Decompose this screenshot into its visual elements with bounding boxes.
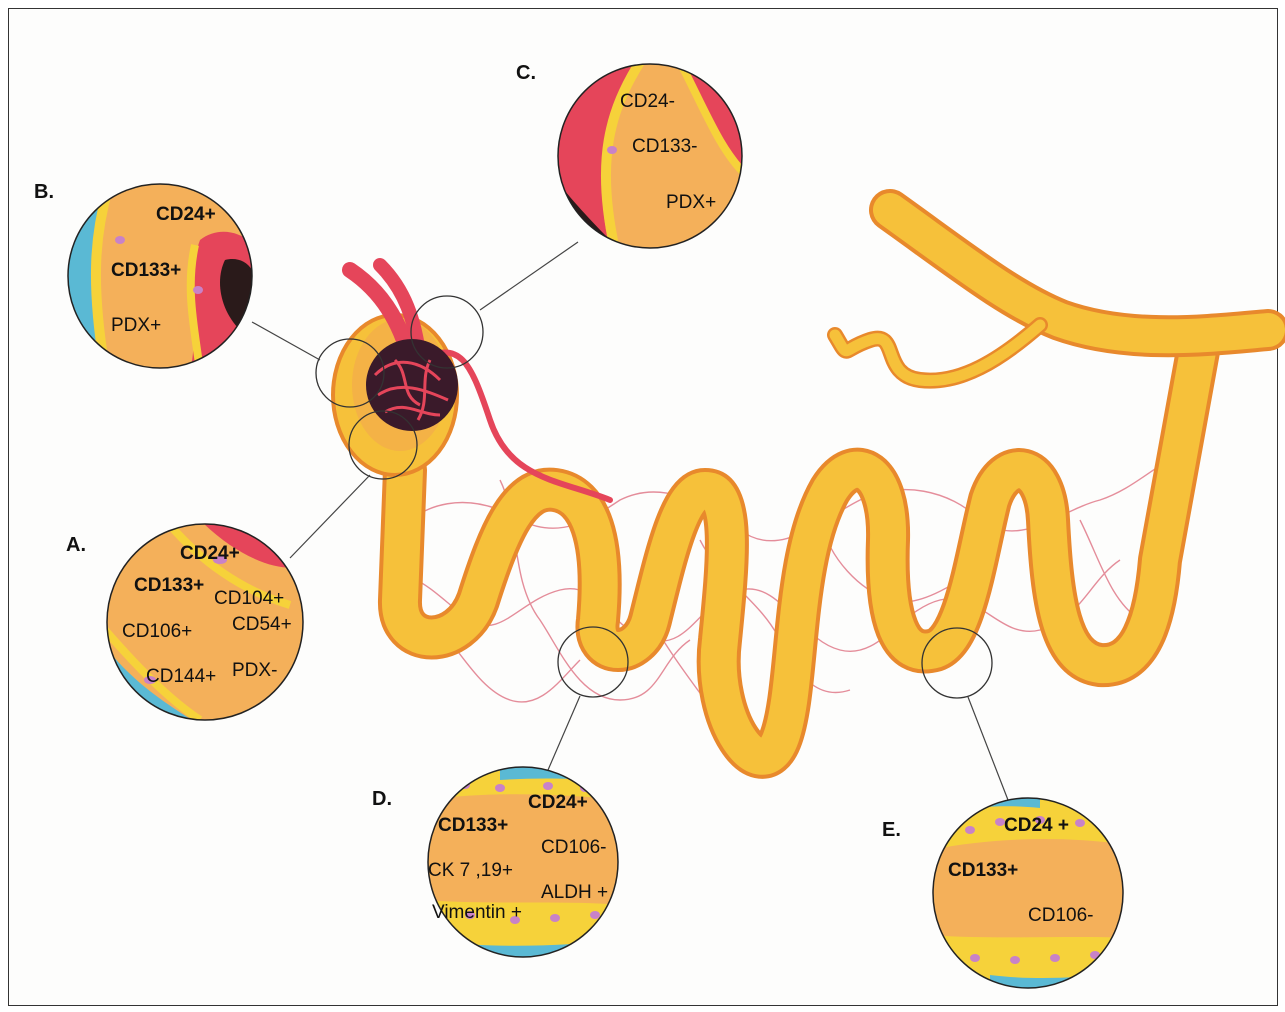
- panel-e-label: E.: [882, 819, 901, 841]
- panel-a-marker-cd133: CD133+: [134, 575, 204, 596]
- panel-e-marker-cd24: CD24 +: [1004, 815, 1069, 836]
- panel-e: E. CD24 + CD133+ CD106-: [882, 795, 1130, 990]
- panel-d-label: D.: [372, 788, 392, 810]
- panel-e-marker-cd133: CD133+: [948, 860, 1018, 881]
- nephron: [252, 210, 1268, 800]
- panel-d: D. CD24+ CD133+ CD106- CK 7 ,19+ ALDH + …: [372, 765, 625, 960]
- panel-e-marker-cd106: CD106-: [1028, 905, 1093, 926]
- panel-b-marker-cd133: CD133+: [111, 260, 181, 281]
- panel-b: B. CD24+ CD133+ PDX+: [34, 181, 260, 372]
- panel-a-marker-cd144: CD144+: [146, 666, 216, 687]
- panel-d-marker-cd133: CD133+: [438, 815, 508, 836]
- panel-b-marker-cd24: CD24+: [156, 204, 216, 225]
- panel-a-label: A.: [66, 534, 86, 556]
- glomerulus: [366, 339, 458, 431]
- panel-d-marker-ck: CK 7 ,19+: [428, 860, 513, 881]
- panel-d-marker-aldh: ALDH +: [541, 882, 608, 903]
- panel-d-marker-vimentin: Vimentin +: [432, 902, 522, 923]
- panel-a-marker-pdx: PDX-: [232, 660, 277, 681]
- panel-c-marker-cd24: CD24-: [620, 91, 675, 112]
- panel-d-marker-cd24: CD24+: [528, 792, 588, 813]
- panel-c: C. CD24- CD133- PDX+: [516, 62, 746, 252]
- panel-d-marker-cd106: CD106-: [541, 837, 606, 858]
- panel-a-marker-cd54: CD54+: [232, 614, 292, 635]
- panel-c-marker-cd133: CD133-: [632, 136, 697, 157]
- panel-c-marker-pdx: PDX+: [666, 192, 716, 213]
- panel-b-label: B.: [34, 181, 54, 203]
- panel-a: A. CD24+ CD133+ CD104+ CD106+ CD54+ CD14…: [66, 520, 320, 725]
- panel-b-marker-pdx: PDX+: [111, 315, 161, 336]
- panel-a-marker-cd104: CD104+: [214, 588, 284, 609]
- panel-c-label: C.: [516, 62, 536, 84]
- panel-a-marker-cd106: CD106+: [122, 621, 192, 642]
- panel-a-marker-cd24: CD24+: [180, 543, 240, 564]
